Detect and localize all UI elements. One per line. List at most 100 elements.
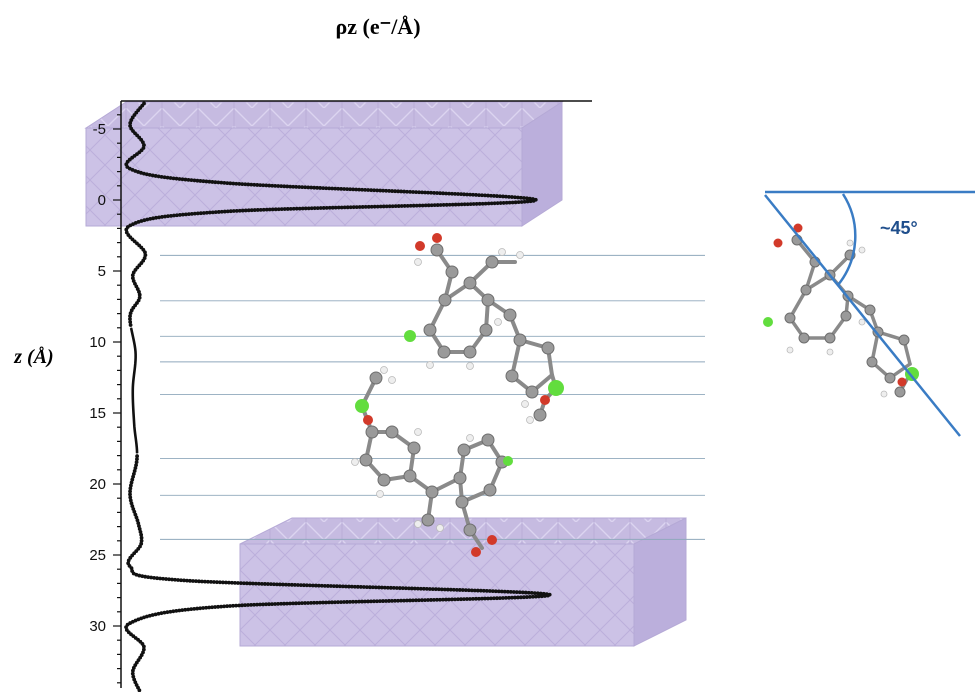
density-point bbox=[405, 203, 410, 208]
density-point bbox=[276, 184, 281, 188]
density-point bbox=[159, 611, 164, 616]
density-point bbox=[135, 454, 139, 459]
density-point bbox=[273, 183, 278, 188]
density-point bbox=[373, 585, 378, 590]
density-point bbox=[198, 211, 203, 216]
density-point bbox=[303, 206, 308, 211]
density-point bbox=[369, 204, 374, 209]
density-point bbox=[160, 215, 164, 219]
density-point bbox=[134, 460, 139, 465]
density-point bbox=[474, 193, 478, 197]
density-point bbox=[468, 192, 472, 197]
density-point bbox=[396, 189, 401, 194]
density-point bbox=[240, 208, 245, 213]
density-point bbox=[354, 205, 359, 210]
density-point bbox=[339, 205, 344, 210]
density-point bbox=[178, 213, 182, 217]
density-point bbox=[198, 606, 203, 611]
density-point bbox=[137, 289, 141, 294]
density-point bbox=[405, 189, 410, 194]
density-point bbox=[537, 594, 541, 599]
density-point bbox=[384, 204, 389, 209]
density-point bbox=[222, 209, 227, 214]
density-point bbox=[327, 205, 332, 210]
density-point bbox=[219, 180, 224, 185]
density-point bbox=[305, 583, 309, 588]
density-point bbox=[128, 486, 133, 491]
density-point bbox=[300, 206, 305, 211]
density-point bbox=[417, 203, 422, 208]
density-point bbox=[444, 597, 448, 602]
density-point bbox=[381, 204, 386, 209]
density-point bbox=[468, 202, 473, 207]
density-point bbox=[147, 172, 152, 177]
density-point bbox=[492, 596, 496, 601]
density-point bbox=[203, 579, 207, 584]
density-point bbox=[180, 608, 185, 613]
density-point bbox=[390, 189, 395, 193]
upper-slab bbox=[84, 101, 564, 227]
density-point bbox=[453, 597, 457, 602]
y-tick-label: 5 bbox=[98, 263, 106, 280]
density-point bbox=[459, 597, 463, 602]
density-point bbox=[424, 587, 429, 591]
density-point bbox=[240, 603, 244, 608]
density-curve-solid bbox=[129, 327, 139, 454]
density-point bbox=[186, 212, 191, 217]
density-point bbox=[312, 206, 317, 211]
density-point bbox=[143, 574, 148, 579]
density-point bbox=[143, 250, 147, 255]
density-point bbox=[174, 608, 179, 613]
density-point bbox=[181, 212, 185, 217]
density-point bbox=[157, 215, 161, 220]
density-point bbox=[531, 594, 535, 599]
density-point bbox=[222, 604, 226, 609]
density-point bbox=[354, 599, 358, 604]
density-point bbox=[162, 175, 167, 180]
y-tick-label: -5 bbox=[93, 121, 106, 138]
density-point bbox=[153, 174, 158, 178]
density-point bbox=[489, 596, 493, 601]
density-point bbox=[525, 196, 529, 201]
density-point bbox=[531, 198, 536, 203]
density-point bbox=[261, 207, 266, 212]
density-point bbox=[427, 587, 432, 591]
density-point bbox=[243, 603, 247, 608]
chart-title: ρz (e⁻/Å) bbox=[335, 14, 420, 39]
density-point bbox=[504, 595, 508, 600]
density-point bbox=[510, 195, 514, 199]
density-point bbox=[315, 206, 320, 211]
density-point bbox=[496, 589, 501, 594]
density-point bbox=[346, 584, 351, 589]
density-point bbox=[481, 588, 486, 593]
y-tick-label: 15 bbox=[89, 405, 106, 422]
density-point bbox=[139, 538, 144, 543]
density-point bbox=[210, 605, 215, 610]
density-point bbox=[140, 574, 145, 579]
density-point bbox=[231, 181, 236, 186]
density-point bbox=[306, 601, 310, 605]
density-point bbox=[273, 602, 277, 606]
density-point bbox=[448, 587, 453, 592]
density-point bbox=[285, 184, 290, 189]
density-point bbox=[318, 206, 323, 210]
density-point bbox=[358, 585, 363, 589]
density-point bbox=[308, 583, 312, 588]
density-point bbox=[216, 210, 221, 214]
density-point bbox=[264, 207, 269, 212]
density-point bbox=[151, 216, 156, 221]
density-point bbox=[513, 195, 517, 200]
density-point bbox=[457, 588, 462, 592]
density-point bbox=[279, 207, 284, 212]
density-point bbox=[375, 599, 379, 604]
density-point bbox=[273, 207, 278, 212]
density-point bbox=[396, 204, 401, 208]
density-point bbox=[523, 590, 528, 595]
density-point bbox=[324, 186, 329, 191]
density-point bbox=[357, 187, 362, 192]
density-point bbox=[526, 590, 531, 595]
density-point bbox=[131, 474, 135, 479]
density-point bbox=[351, 187, 356, 192]
density-point bbox=[171, 609, 176, 614]
density-point bbox=[183, 607, 188, 612]
